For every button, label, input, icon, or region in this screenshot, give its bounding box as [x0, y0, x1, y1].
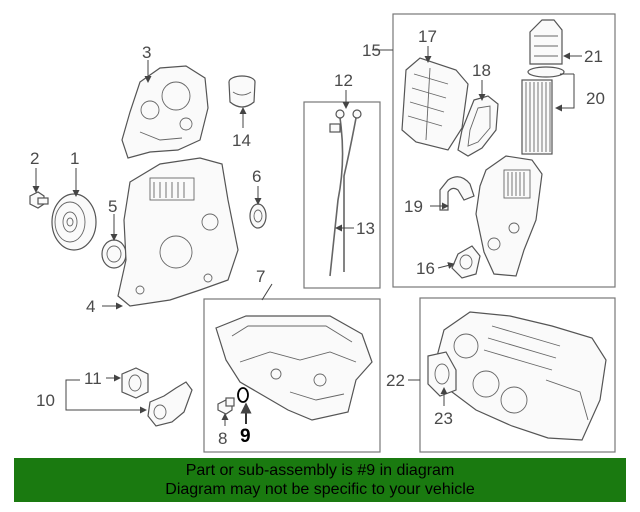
drain-plug[interactable] — [217, 397, 235, 415]
oil-filter-cap[interactable] — [529, 19, 563, 65]
crankshaft-pulley[interactable] — [51, 193, 97, 251]
callout-8: 8 — [218, 429, 227, 448]
engine-mount[interactable] — [121, 367, 149, 399]
callout-18: 18 — [472, 61, 491, 80]
cam-seal[interactable] — [249, 203, 267, 229]
callout-4: 4 — [86, 297, 95, 316]
housing-cover[interactable] — [451, 245, 481, 279]
callout-5: 5 — [108, 197, 117, 216]
timing-cover-upper[interactable] — [121, 65, 209, 159]
callout-23: 23 — [434, 409, 453, 428]
footer-line-1: Part or sub-assembly is #9 in diagram — [185, 462, 455, 479]
timing-cover-front[interactable] — [117, 157, 239, 307]
callout-21: 21 — [584, 47, 603, 66]
oil-cooler-gasket[interactable] — [457, 95, 499, 157]
intake-manifold-group-box — [419, 297, 616, 453]
callout-2: 2 — [30, 149, 39, 168]
callout-19: 19 — [404, 197, 423, 216]
engine-mount-bracket[interactable] — [147, 381, 193, 427]
oil-dipstick[interactable] — [329, 109, 362, 277]
oil-filter-element[interactable] — [521, 66, 565, 155]
drain-plug-o-ring[interactable] — [237, 387, 249, 403]
pulley-bolt[interactable] — [29, 191, 49, 209]
callout-7: 7 — [256, 267, 265, 286]
oil-filler-cap[interactable] — [228, 75, 256, 108]
callout-6: 6 — [252, 167, 261, 186]
oil-pan[interactable] — [215, 315, 373, 421]
intake-gasket[interactable] — [427, 351, 457, 397]
callout-1: 1 — [70, 149, 79, 168]
dipstick-group-box — [303, 101, 381, 289]
callout-15: 15 — [362, 41, 381, 60]
callout-11: 11 — [84, 369, 102, 388]
footer-banner: Part or sub-assembly is #9 in diagram Di… — [14, 458, 626, 502]
callout-20: 20 — [586, 89, 605, 108]
oil-filter-housing[interactable] — [475, 155, 543, 277]
callout-22: 22 — [386, 371, 405, 390]
parts-diagram: 3 14 1 2 5 6 4 7 12 13 15 17 18 19 16 21… — [29, 13, 616, 453]
callout-12: 12 — [334, 71, 353, 90]
intake-manifold[interactable] — [435, 311, 607, 441]
callout-9: 9 — [240, 426, 251, 447]
footer-line-2: Diagram may not be specific to your vehi… — [165, 481, 475, 498]
oil-filter-group-box — [392, 13, 616, 288]
callout-10: 10 — [36, 391, 55, 410]
callout-17: 17 — [418, 27, 437, 46]
oil-pan-group-box — [203, 298, 381, 453]
callout-3: 3 — [142, 43, 151, 62]
leader-lines — [32, 46, 582, 426]
callout-13: 13 — [356, 219, 375, 238]
oil-hose[interactable] — [439, 176, 475, 211]
front-crank-seal[interactable] — [101, 239, 127, 269]
oil-cooler[interactable] — [401, 57, 469, 151]
callout-14: 14 — [232, 131, 251, 150]
callout-16: 16 — [416, 259, 435, 278]
